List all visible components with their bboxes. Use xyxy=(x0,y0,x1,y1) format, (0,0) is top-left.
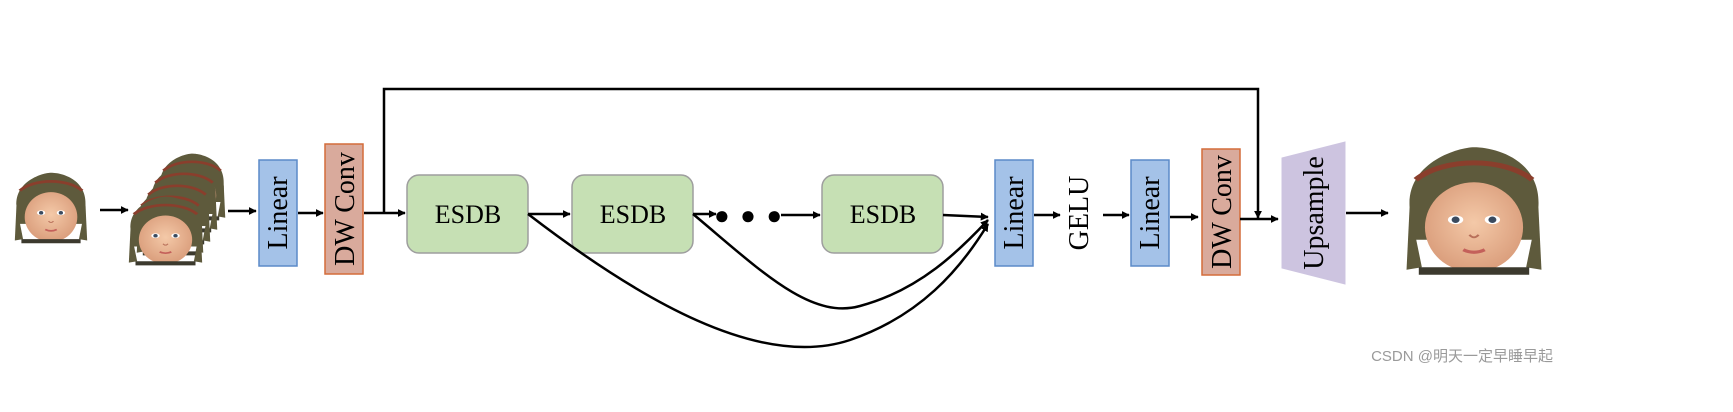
linear-block-1: Linear xyxy=(258,159,298,267)
upsample-block: Upsample xyxy=(1281,141,1346,285)
linear-block-3: Linear xyxy=(1130,159,1170,267)
linear-label-2: Linear xyxy=(999,176,1030,250)
esdb-block-2: ESDB xyxy=(571,174,694,254)
dw-conv-block-2: DW Conv xyxy=(1201,148,1241,276)
esdb-label-2: ESDB xyxy=(600,200,666,229)
watermark: CSDN @明天一定早睡早起 xyxy=(1371,348,1553,365)
esdb-block-n: ESDB xyxy=(821,174,944,254)
linear-label-3: Linear xyxy=(1135,176,1166,250)
ellipsis: ● ● ● xyxy=(714,201,784,230)
output-image xyxy=(1407,147,1542,275)
feature-stack-image xyxy=(128,153,226,266)
esdb-label-n: ESDB xyxy=(850,200,916,229)
dw-conv-label-1: DW Conv xyxy=(330,152,361,266)
linear-block-2: Linear xyxy=(994,159,1034,267)
gelu-label: GELU xyxy=(1064,176,1095,251)
input-image xyxy=(14,172,88,244)
esdb1-feature-connection xyxy=(527,213,990,349)
global-skip-connection xyxy=(382,87,1262,219)
arrow-esdbn-to-linear xyxy=(942,212,989,221)
esdb2-feature-connection xyxy=(692,213,989,310)
esdb-label-1: ESDB xyxy=(435,200,501,229)
esdb-block-1: ESDB xyxy=(406,174,529,254)
linear-label-1: Linear xyxy=(263,176,294,250)
dw-conv-block-1: DW Conv xyxy=(324,143,364,275)
upsample-label: Upsample xyxy=(1299,156,1330,270)
dw-conv-label-2: DW Conv xyxy=(1207,155,1238,269)
